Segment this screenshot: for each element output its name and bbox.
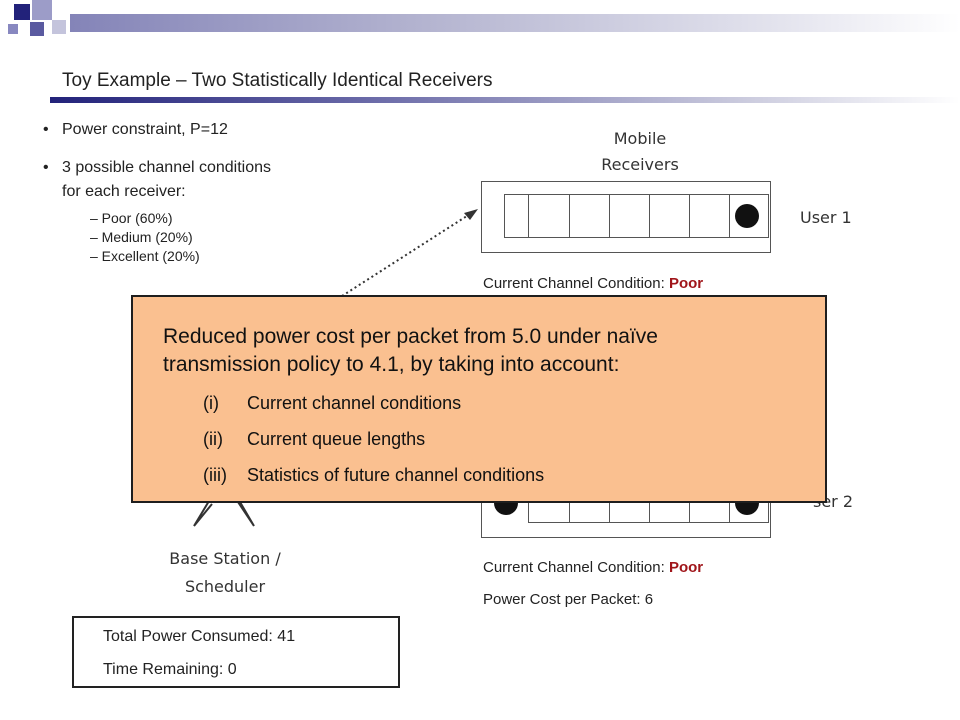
- condition-value: Poor: [668, 559, 704, 576]
- item-text: Current channel conditions: [247, 393, 462, 413]
- user2-channel-condition: Current Channel Condition: Poor: [483, 559, 703, 576]
- callout-line1: Reduced power cost per packet from 5.0 u…: [163, 325, 658, 348]
- queue-cell: [504, 194, 545, 238]
- base-label-line2: Scheduler: [184, 577, 266, 596]
- sub-bullet-poor: – Poor (60%): [90, 210, 173, 226]
- item-text: Statistics of future channel conditions: [247, 465, 545, 485]
- header-square-small: [8, 24, 18, 34]
- queue-cell: [528, 194, 569, 238]
- user1-queue: [481, 181, 771, 253]
- queue-cell: [729, 194, 769, 238]
- slide-title: Toy Example – Two Statistically Identica…: [62, 70, 493, 91]
- condition-prefix: Current Channel Condition:: [483, 275, 669, 292]
- callout-box: Reduced power cost per packet from 5.0 u…: [131, 295, 827, 503]
- queue-cell: [689, 194, 730, 238]
- mobile-receivers-label: Mobile Receivers: [560, 126, 720, 178]
- callout-line2: transmission policy to 4.1, by taking in…: [163, 353, 620, 376]
- bullet-dot-icon: •: [43, 159, 49, 176]
- total-power-consumed: Total Power Consumed: 41: [103, 628, 296, 645]
- title-underline: [50, 97, 960, 103]
- header-square-light: [32, 0, 52, 20]
- item-number: (ii): [203, 429, 223, 449]
- sub-bullet-excellent: – Excellent (20%): [90, 248, 200, 264]
- bullet-power-constraint: • Power constraint, P=12: [43, 121, 228, 139]
- user1-channel-condition: Current Channel Condition: Poor: [483, 275, 703, 292]
- mobile-label-line1: Mobile: [613, 129, 667, 148]
- item-number: (i): [203, 393, 219, 413]
- header-square-dark: [14, 4, 30, 20]
- bullet-channel-conditions: • 3 possible channel conditions for each…: [43, 156, 272, 204]
- packet-dot-icon: [735, 204, 759, 228]
- header-square-pale: [52, 20, 66, 34]
- user2-power-cost: Power Cost per Packet: 6: [483, 591, 654, 608]
- callout-item: (ii) Current queue lengths: [203, 429, 425, 450]
- base-station-antenna-icon: [193, 496, 255, 527]
- summary-box: Total Power Consumed: 41 Time Remaining:…: [72, 616, 400, 688]
- bullet-dot-icon: •: [43, 121, 49, 138]
- header-square-mid: [30, 22, 44, 36]
- transmission-arrow: [341, 209, 478, 297]
- header-bar: [70, 14, 960, 32]
- bullet-text-line2: for each receiver:: [62, 183, 186, 200]
- queue-cell: [569, 194, 610, 238]
- item-text: Current queue lengths: [247, 429, 426, 449]
- condition-value: Poor: [668, 275, 704, 292]
- bullet-text-line1: 3 possible channel conditions: [62, 159, 272, 176]
- time-remaining: Time Remaining: 0: [103, 661, 237, 678]
- base-label-line1: Base Station /: [169, 549, 281, 568]
- queue-cell: [609, 194, 650, 238]
- condition-prefix: Current Channel Condition:: [483, 559, 669, 576]
- sub-bullet-medium: – Medium (20%): [90, 229, 193, 245]
- mobile-label-line2: Receivers: [601, 155, 679, 174]
- user1-label: User 1: [800, 208, 852, 227]
- callout-item: (i) Current channel conditions: [203, 393, 461, 414]
- callout-item: (iii) Statistics of future channel condit…: [203, 465, 544, 486]
- bullet-text: Power constraint, P=12: [62, 121, 228, 138]
- item-number: (iii): [203, 465, 227, 485]
- queue-cell: [649, 194, 690, 238]
- base-station-label: Base Station / Scheduler: [130, 545, 320, 601]
